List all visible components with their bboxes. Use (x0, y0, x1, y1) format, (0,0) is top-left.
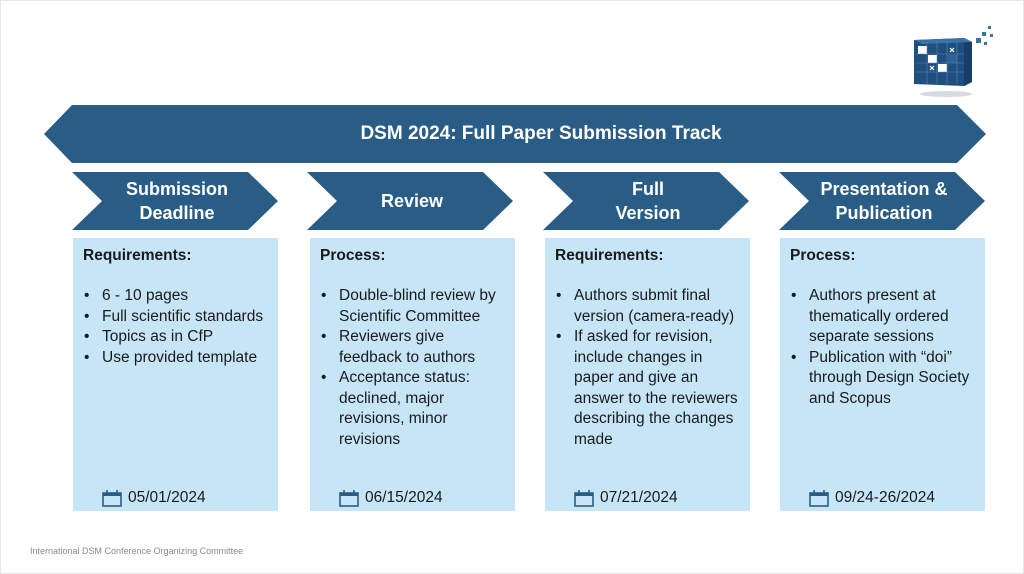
full-version-date: 07/21/2024 (574, 489, 678, 507)
dsm-cube-logo-icon (906, 18, 996, 100)
step-chevron-review: Review (307, 172, 513, 230)
card-presentation-publication: Process: Authors present at thematically… (780, 238, 985, 511)
step-label: Presentation & Publication (820, 179, 948, 223)
conference-date: 09/24-26/2024 (809, 489, 935, 507)
calendar-icon (102, 490, 122, 507)
card-full-version: Requirements: Authors submit final versi… (545, 238, 750, 511)
track-banner: DSM 2024: Full Paper Submission Track (44, 105, 986, 163)
step-chevron-submission-deadline: Submission Deadline (72, 172, 278, 230)
chevron-shape (779, 172, 985, 230)
list-item: Double-blind review by Scientific Commit… (320, 286, 509, 327)
list-item: If asked for revision, include changes i… (555, 327, 744, 450)
card-heading: Requirements: (555, 247, 664, 264)
chevron-shape (543, 172, 749, 230)
step-label: Review (380, 191, 444, 211)
list-item: Publication with “doi” through Design So… (790, 348, 979, 410)
card-submission-deadline: Requirements: 6 - 10 pages Full scientif… (73, 238, 278, 511)
date-text: 09/24-26/2024 (835, 489, 935, 506)
banner-arrow-shape (44, 105, 986, 163)
card-review: Process: Double-blind review by Scientif… (310, 238, 515, 511)
list-item: Topics as in CfP (83, 327, 272, 348)
review-date: 06/15/2024 (339, 489, 443, 507)
list-item: Authors present at thematically ordered … (790, 286, 979, 348)
card-bullet-list: Authors submit final version (camera-rea… (555, 286, 744, 450)
step-label: Submission Deadline (125, 179, 228, 223)
card-bullet-list: 6 - 10 pages Full scientific standards T… (83, 286, 272, 368)
list-item: Use provided template (83, 348, 272, 369)
list-item: Authors submit final version (camera-rea… (555, 286, 744, 327)
calendar-icon (574, 490, 594, 507)
list-item: Acceptance status: declined, major revis… (320, 368, 509, 450)
banner-title: DSM 2024: Full Paper Submission Track (360, 123, 722, 144)
calendar-icon (339, 490, 359, 507)
list-item: Full scientific standards (83, 307, 272, 328)
list-item: Reviewers give feedback to authors (320, 327, 509, 368)
step-chevron-presentation-publication: Presentation & Publication (779, 172, 985, 230)
deadline-date: 05/01/2024 (102, 489, 206, 507)
date-text: 05/01/2024 (128, 489, 206, 506)
card-bullet-list: Double-blind review by Scientific Commit… (320, 286, 509, 450)
list-item: 6 - 10 pages (83, 286, 272, 307)
chevron-shape (72, 172, 278, 230)
footer-text: International DSM Conference Organizing … (30, 546, 244, 556)
card-heading: Requirements: (83, 247, 192, 264)
card-heading: Process: (320, 247, 386, 264)
step-label: Full Version (615, 179, 681, 223)
date-text: 07/21/2024 (600, 489, 678, 506)
calendar-icon (809, 490, 829, 507)
step-chevron-full-version: Full Version (543, 172, 749, 230)
card-heading: Process: (790, 247, 856, 264)
chevron-shape (307, 172, 513, 230)
date-text: 06/15/2024 (365, 489, 443, 506)
card-bullet-list: Authors present at thematically ordered … (790, 286, 979, 409)
